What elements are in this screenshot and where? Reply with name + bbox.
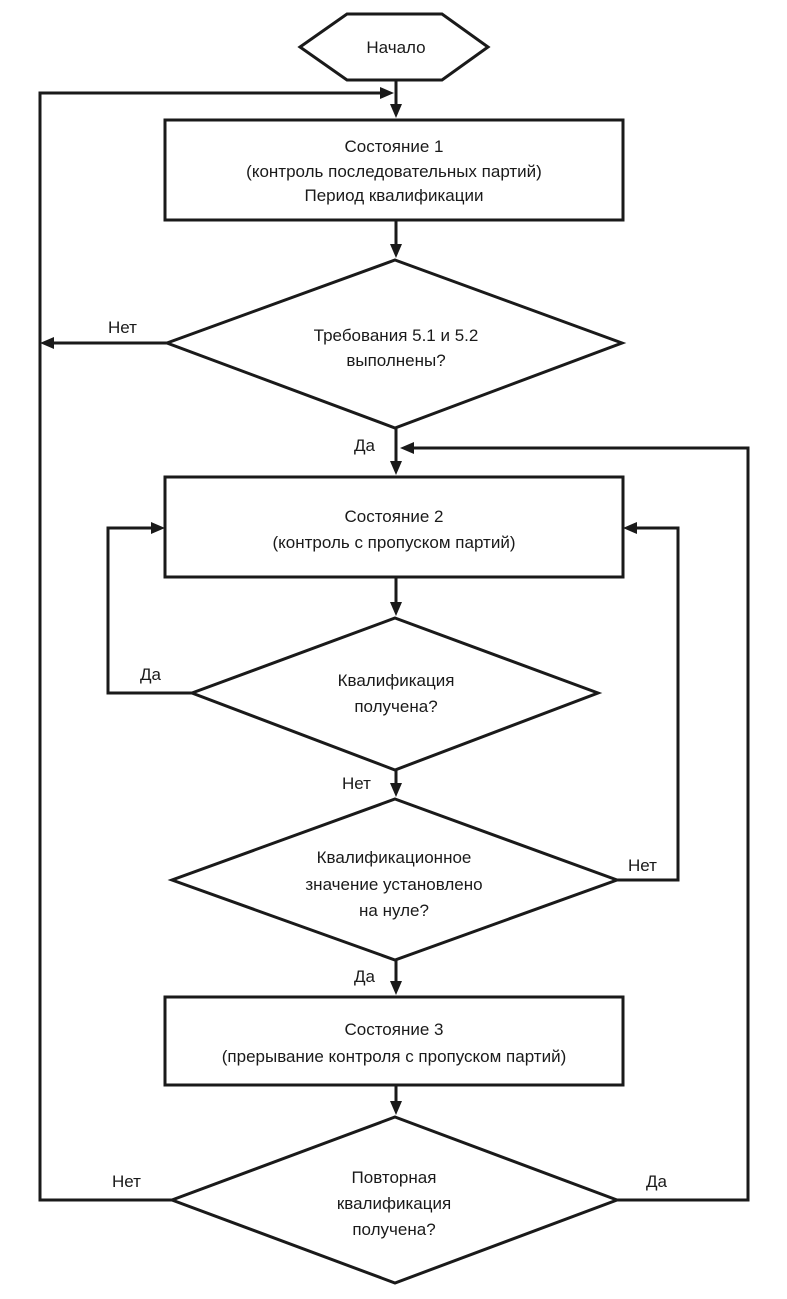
start-node: Начало (297, 12, 491, 82)
state3-line-2: (прерывание контроля с пропуском партий) (222, 1047, 566, 1066)
decision4-line-3: получена? (352, 1220, 435, 1239)
state1-line-3: Период квалификации (305, 186, 484, 205)
state3-node: Состояние 3 (прерывание контроля с пропу… (163, 995, 625, 1087)
decision2-node: Квалификация получена? (187, 616, 603, 772)
decision1-line-1: Требования 5.1 и 5.2 (314, 326, 479, 345)
edge-right-loop-to-state2 (400, 442, 750, 1202)
edge-decision3-no-loop: Нет (617, 522, 680, 882)
decision3-no-label: Нет (628, 856, 657, 875)
edge-decision3-yes: Да (354, 960, 402, 995)
decision4-line-1: Повторная (352, 1168, 437, 1187)
decision1-node: Требования 5.1 и 5.2 выполнены? (162, 258, 627, 430)
decision3-node: Квалификационное значение установлено на… (167, 797, 622, 962)
edge-decision1-yes: Да (354, 428, 402, 475)
state1-line-1: Состояние 1 (344, 137, 443, 156)
decision1-yes-label: Да (354, 436, 376, 455)
decision4-no-label: Нет (112, 1172, 141, 1191)
decision3-line-2: значение установлено (305, 875, 482, 894)
decision4-line-2: квалификация (337, 1194, 451, 1213)
edge-decision2-no: Нет (342, 770, 402, 797)
edge-start-to-state1 (390, 80, 402, 118)
decision4-yes-label: Да (646, 1172, 668, 1191)
decision2-line-1: Квалификация (338, 671, 455, 690)
edge-decision2-yes-loop: Да (106, 522, 192, 695)
decision1-line-2: выполнены? (346, 351, 445, 370)
state3-line-1: Состояние 3 (344, 1020, 443, 1039)
decision2-line-2: получена? (354, 697, 437, 716)
decision3-line-3: на нуле? (359, 901, 429, 920)
state2-line-2: (контроль с пропуском партий) (273, 533, 516, 552)
state2-line-1: Состояние 2 (344, 507, 443, 526)
state2-node: Состояние 2 (контроль с пропуском партий… (163, 475, 625, 579)
edge-state3-to-decision4 (390, 1085, 402, 1115)
decision3-yes-label: Да (354, 967, 376, 986)
decision1-no-label: Нет (108, 318, 137, 337)
edge-decision1-no-loop: Нет (40, 318, 167, 349)
state1-node: Состояние 1 (контроль последовательных п… (163, 118, 625, 222)
decision2-no-label: Нет (342, 774, 371, 793)
state1-line-2: (контроль последовательных партий) (246, 162, 542, 181)
start-label: Начало (366, 38, 425, 57)
decision2-yes-label: Да (140, 665, 162, 684)
decision4-node: Повторная квалификация получена? (167, 1115, 622, 1285)
decision3-line-1: Квалификационное (317, 848, 472, 867)
edge-left-loop-to-state1 (38, 87, 394, 1202)
edge-state2-to-decision2 (390, 577, 402, 616)
edge-state1-to-decision1 (390, 220, 402, 258)
